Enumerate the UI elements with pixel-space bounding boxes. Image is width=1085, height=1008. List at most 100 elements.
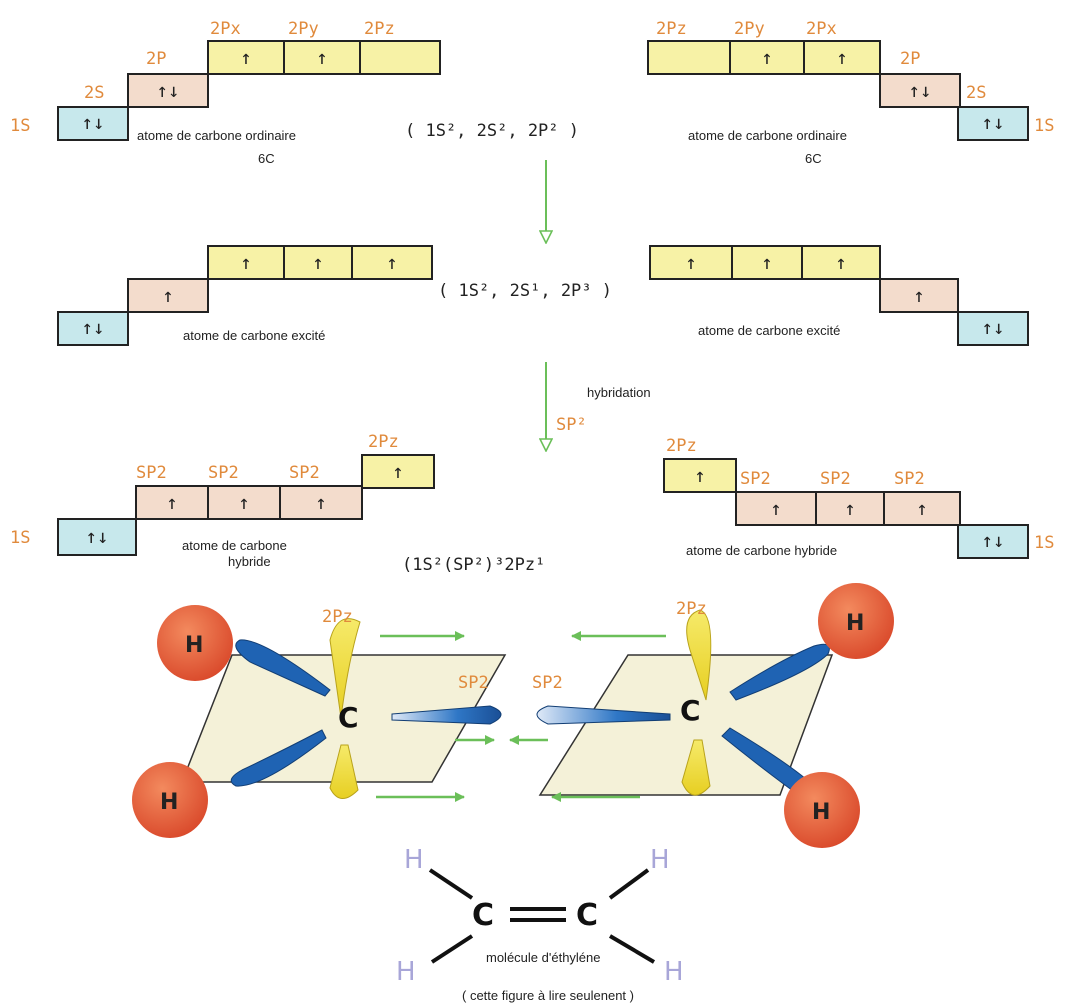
orbital-sp2-box-3 — [279, 485, 363, 520]
orbital-1s-box — [957, 524, 1029, 559]
orbital-1s-electrons: ↑↓ — [82, 317, 105, 339]
sp2-plane-left — [180, 654, 507, 783]
orbital-sp2-electron-2: ↑ — [238, 492, 249, 514]
orbital-2pz-box — [649, 245, 733, 280]
label-1s: 1S — [1034, 533, 1054, 553]
bond-c-h-top-right — [608, 868, 650, 900]
hydrogen-bottom-left: H — [160, 790, 178, 815]
molecule-caption: molécule d'éthyléne — [486, 950, 601, 965]
label-2pz-orbital-left: 2Pz — [322, 607, 353, 627]
orbital-1s-electrons: ↑↓ — [982, 317, 1005, 339]
orbital-sp2-electron-2: ↑ — [844, 498, 855, 520]
ethylene-structure: C C H H H H molécule d'éthyléne ( cette … — [396, 845, 684, 1003]
caption-hybrid-left-2: hybride — [228, 554, 271, 569]
orbital-1s-electrons: ↑↓ — [982, 530, 1005, 552]
orbital-2py-electron: ↑ — [312, 252, 323, 274]
orbital-sp2-box-3 — [883, 491, 961, 526]
carbon-atom-right: C — [576, 898, 598, 933]
pz-lobe-bottom-left — [329, 744, 359, 799]
bond-c-h-bottom-right — [608, 934, 656, 964]
orbital-1s-box — [57, 106, 129, 141]
orbital-2px-electron: ↑ — [240, 252, 251, 274]
sp2-lobe-upper-left — [235, 639, 331, 697]
orbital-sp2-electron-3: ↑ — [916, 498, 927, 520]
label-sp2-1: SP2 — [740, 469, 771, 489]
ordinary-left-diagram: ↑↓ ↑↓ ↑ ↑ 1S 2S 2P 2Px 2Py 2Pz atome de … — [10, 19, 441, 166]
label-2p: 2P — [146, 49, 166, 69]
orbital-2pz-box — [361, 454, 435, 489]
orbital-sp2-electron-3: ↑ — [315, 492, 326, 514]
orbital-2py-electron: ↑ — [316, 47, 327, 69]
orbital-1s-electrons: ↑↓ — [982, 112, 1005, 134]
label-1s: 1S — [10, 116, 30, 136]
hydrogen-atom-bottom-left: H — [396, 957, 416, 987]
label-2s: 2S — [966, 83, 986, 103]
orbital-2pz-box — [647, 40, 731, 75]
label-1s: 1S — [1034, 116, 1054, 136]
symbol-carbon-right: 6C — [805, 151, 822, 166]
label-2pz: 2Pz — [656, 19, 687, 39]
orbital-sp2-electron-1: ↑ — [770, 498, 781, 520]
bond-c-h-bottom-left — [430, 934, 474, 964]
hydrogen-sphere-bottom-left — [132, 762, 208, 838]
hydrogen-bottom-right: H — [812, 800, 830, 825]
orbital-2px-box — [207, 40, 285, 75]
label-2pz: 2Pz — [666, 436, 697, 456]
orbital-2px-box — [803, 40, 881, 75]
orbital-2pz-box — [663, 458, 737, 493]
orbital-2s-electrons: ↑↓ — [157, 80, 180, 102]
hybridization-label: hybridation — [587, 385, 651, 400]
orbital-sp2-box-2 — [815, 491, 885, 526]
orbital-2pz-electron: ↑ — [694, 465, 705, 487]
label-2pz: 2Pz — [368, 432, 399, 452]
label-sp2-3: SP2 — [894, 469, 925, 489]
label-sp2-orbital-left: SP2 — [458, 673, 489, 693]
carbon-atom-left: C — [472, 898, 494, 933]
caption-ordinary-left: atome de carbone ordinaire — [137, 128, 296, 143]
orbital-2px-box — [207, 245, 285, 280]
caption-excited-left: atome de carbone excité — [183, 328, 325, 343]
orbital-2py-box — [731, 245, 803, 280]
hydrogen-atom-bottom-right: H — [664, 957, 684, 987]
carbon-left-symbol: C — [338, 701, 359, 734]
label-2p: 2P — [900, 49, 920, 69]
orbital-2pz-electron: ↑ — [392, 461, 403, 483]
label-sp2-1: SP2 — [136, 463, 167, 483]
orbital-1s-box — [957, 311, 1029, 346]
caption-excited-right: atome de carbone excité — [698, 323, 840, 338]
label-1s: 1S — [10, 528, 30, 548]
orbital-2px-electron: ↑ — [240, 47, 251, 69]
carbon-right-symbol: C — [680, 694, 701, 727]
label-2py: 2Py — [288, 19, 319, 39]
orbital-1s-box — [957, 106, 1029, 141]
orbital-2pz-electron: ↑ — [386, 252, 397, 274]
orbital-2s-electron: ↑ — [162, 285, 173, 307]
hybridization-type: SP² — [556, 415, 587, 435]
excited-left-diagram: ↑↓ ↑ ↑ ↑ ↑ atome de carbone excité — [57, 245, 433, 346]
label-2py: 2Py — [734, 19, 765, 39]
left-carbon-orbital-model: C 2Pz SP2 H H — [132, 605, 507, 838]
config-hybrid: (1S²(SP²)³2Pz¹ — [402, 555, 545, 575]
hydrogen-sphere-bottom-right — [784, 772, 860, 848]
orbital-1s-box — [57, 518, 137, 556]
config-excited: ( 1S², 2S¹, 2P³ ) — [438, 281, 612, 301]
caption-ordinary-right: atome de carbone ordinaire — [688, 128, 847, 143]
orbital-2pz-electron: ↑ — [685, 252, 696, 274]
label-2px: 2Px — [210, 19, 241, 39]
orbital-2py-box — [729, 40, 805, 75]
pz-lobe-bottom-right — [681, 739, 711, 796]
right-carbon-orbital-model: C 2Pz SP2 H H — [532, 583, 894, 848]
orbital-2pz-box — [351, 245, 433, 280]
orbital-2py-electron: ↑ — [761, 252, 772, 274]
figure-note: ( cette figure à lire seulenent ) — [462, 988, 634, 1003]
hydrogen-sphere-top-right — [818, 583, 894, 659]
orbital-2px-box — [801, 245, 881, 280]
orbital-2px-electron: ↑ — [835, 252, 846, 274]
symbol-carbon-left: 6C — [258, 151, 275, 166]
caption-hybrid-right: atome de carbone hybride — [686, 543, 837, 558]
overlap-arrows — [376, 631, 666, 802]
orbital-2s-box — [127, 73, 209, 108]
label-sp2-orbital-right: SP2 — [532, 673, 563, 693]
orbital-2py-electron: ↑ — [761, 47, 772, 69]
